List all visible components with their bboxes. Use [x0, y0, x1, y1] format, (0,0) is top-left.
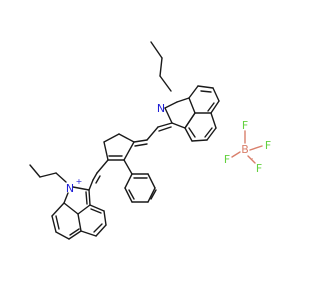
- cyclopentene-ring: [103, 133, 135, 161]
- boron-negative-charge: -: [251, 154, 254, 163]
- nitrogen-positive-charge: +: [76, 177, 83, 186]
- upper-butyl-chain: [150, 41, 172, 92]
- fluorine-atom-bottom: F: [256, 162, 262, 175]
- lower-benzindolium-ring: [51, 186, 107, 240]
- boron-atom: B: [241, 143, 249, 156]
- fluorine-atom-left: F: [224, 153, 230, 166]
- fluorine-atom-right: F: [265, 139, 271, 152]
- phenyl-ring: [123, 159, 157, 203]
- lower-vinyl-linker: [88, 159, 109, 191]
- lower-butyl-chain: [29, 164, 67, 183]
- tetrafluoroborate-bonds: [231, 130, 263, 164]
- molecule-structure-diagram: N N + B - F F F F: [29, 41, 272, 240]
- nitrogen-atom-bottom: N: [66, 182, 74, 195]
- upper-benzindole-ring: [164, 85, 220, 142]
- molecule-svg: N N + B - F F F F: [29, 41, 271, 240]
- upper-vinyl-linker: [133, 122, 173, 147]
- fluorine-atom-top: F: [242, 119, 248, 132]
- nitrogen-atom-top: N: [157, 102, 165, 115]
